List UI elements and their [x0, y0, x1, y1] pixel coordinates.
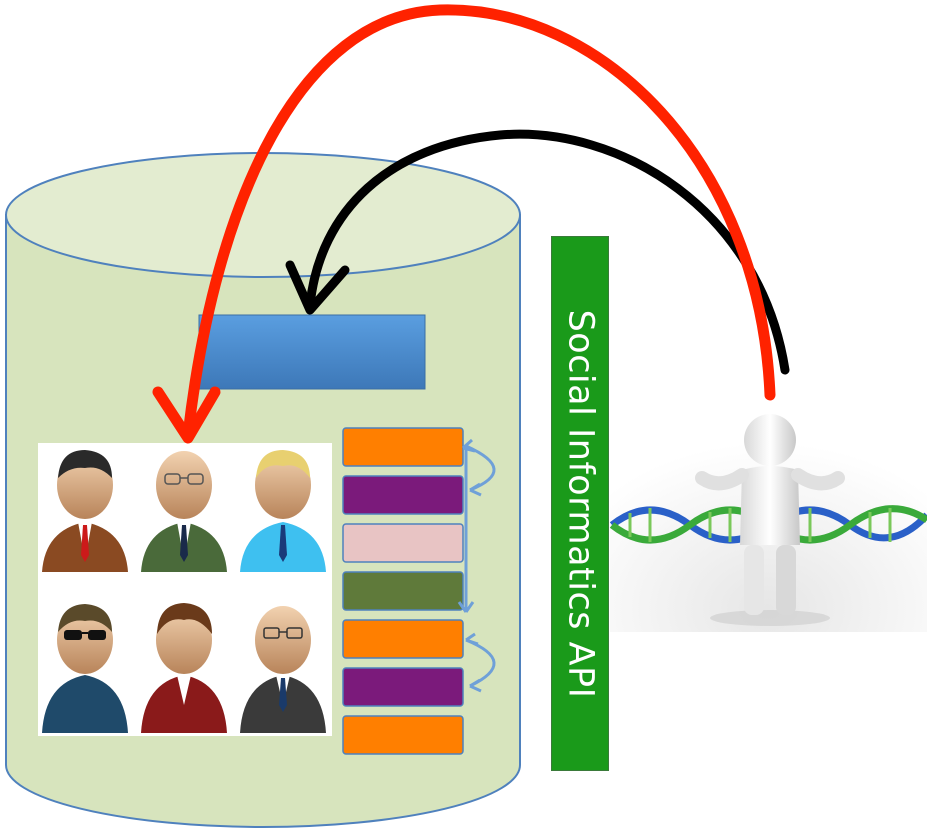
- person-brown-suit-icon: [42, 450, 128, 572]
- stack-block-5: [342, 619, 464, 659]
- person-glasses-grey-suit-icon: [240, 606, 326, 733]
- stack-block-7: [342, 715, 464, 755]
- api-label-text: Social Informatics API: [560, 309, 600, 698]
- person-red-suit-icon: [141, 603, 227, 733]
- person-blonde-blue-shirt-icon: [240, 450, 326, 572]
- people-panel: [38, 443, 332, 736]
- stack-block-2: [342, 475, 464, 515]
- stack-block-3: [342, 523, 464, 563]
- dna-figure-image: [609, 395, 927, 632]
- red-curved-arrow: [152, 4, 776, 444]
- person-glasses-green-suit-icon: [141, 451, 227, 572]
- stack-block-4: [342, 571, 464, 611]
- stack-block-6: [342, 667, 464, 707]
- record-stack: [342, 427, 464, 755]
- stack-block-1: [342, 427, 464, 467]
- social-informatics-api-label: Social Informatics API: [551, 236, 609, 771]
- blue-record-box: [198, 314, 426, 390]
- stack-link-arrows: [457, 438, 496, 693]
- person-sunglasses-icon: [42, 604, 128, 733]
